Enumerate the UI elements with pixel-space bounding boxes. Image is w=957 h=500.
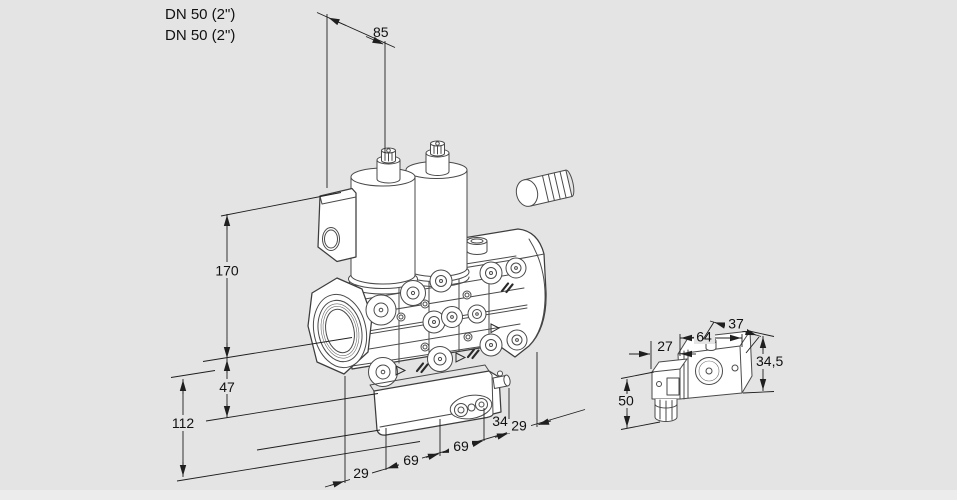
dimension-annotations: DN 50 (2") DN 50 (2") 85 170 — [165, 6, 786, 488]
dim-label-112: 112 — [172, 415, 195, 431]
dim-27: 27 — [629, 334, 696, 369]
dim-label-27: 27 — [657, 338, 673, 354]
screw-bosses — [365, 257, 528, 387]
lower-block — [369, 364, 502, 436]
dn-label-2: DN 50 (2") — [165, 27, 235, 44]
dim-85: 85 — [316, 12, 396, 188]
bottom-strip — [0, 490, 957, 500]
solenoid-coil-front — [348, 147, 418, 295]
dim-47: 47 — [205, 359, 379, 422]
dim-label-34-5: 34,5 — [756, 353, 783, 369]
dim-34-5: 34,5 — [742, 330, 786, 394]
inlet-flange — [307, 277, 373, 375]
dim-label-69a: 69 — [403, 452, 419, 468]
side-cable-gland — [654, 399, 678, 422]
dim-label-37: 37 — [728, 316, 744, 332]
dim-chain-bottom: 29 69 69 34 29 — [324, 352, 586, 488]
dim-label-29a: 29 — [353, 465, 369, 481]
mounting-bracket — [317, 187, 357, 263]
vent-holes — [396, 290, 473, 352]
dim-170: 170 — [202, 192, 353, 362]
side-connector-cube — [651, 358, 688, 400]
top-cap — [466, 237, 488, 255]
dim-label-34: 34 — [492, 413, 508, 429]
dim-label-50: 50 — [618, 393, 634, 409]
dim-label-170: 170 — [215, 263, 239, 279]
cable-gland-plug — [515, 169, 575, 207]
flow-direction-marks — [395, 282, 514, 376]
dim-label-47: 47 — [219, 379, 235, 395]
dim-37: 37 — [702, 316, 762, 354]
dim-label-64: 64 — [696, 329, 712, 345]
dim-112: 112 — [165, 370, 421, 482]
dim-label-85: 85 — [373, 24, 389, 40]
solenoid-coil-rear — [402, 140, 470, 287]
dim-label-69b: 69 — [453, 438, 469, 454]
dim-label-29b: 29 — [511, 418, 527, 434]
dn-label-1: DN 50 (2") — [165, 6, 235, 23]
valve-isometric-view — [307, 140, 575, 436]
dim-50: 50 — [616, 371, 661, 430]
test-nipple — [492, 370, 511, 389]
